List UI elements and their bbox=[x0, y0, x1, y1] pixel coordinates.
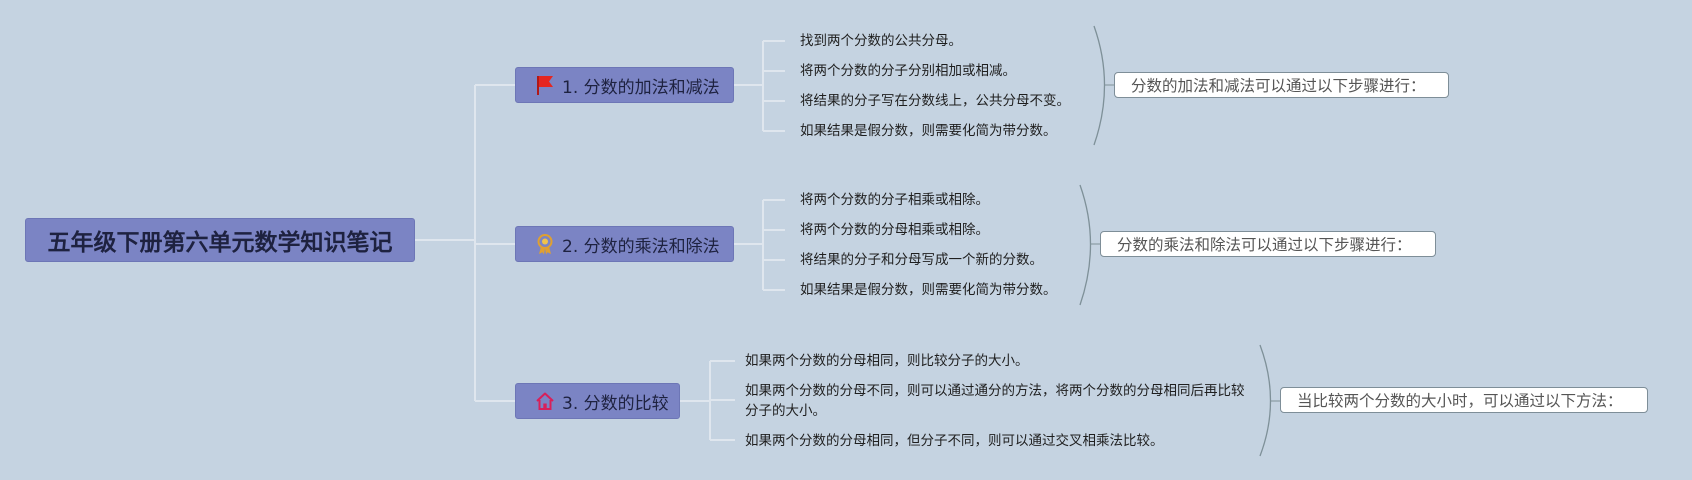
connector-items-1 bbox=[734, 40, 785, 132]
topic-1-label: 1. 分数的加法和减法 bbox=[562, 77, 720, 98]
topic-2-label: 2. 分数的乘法和除法 bbox=[562, 236, 720, 257]
topic-3-item-1: 如果两个分数的分母相同，则比较分子的大小。 bbox=[745, 353, 1029, 369]
topic-3-label: 3. 分数的比较 bbox=[562, 393, 669, 414]
topic-1-summary-text: 分数的加法和减法可以通过以下步骤进行： bbox=[1131, 77, 1426, 95]
root-title: 五年级下册第六单元数学知识笔记 bbox=[47, 230, 393, 256]
topic-2-summary[interactable]: 分数的乘法和除法可以通过以下步骤进行： bbox=[1100, 231, 1436, 257]
brace-3 bbox=[1259, 344, 1272, 457]
topic-1-node[interactable]: 1. 分数的加法和减法 bbox=[515, 67, 734, 103]
topic-2-summary-text: 分数的乘法和除法可以通过以下步骤进行： bbox=[1117, 236, 1412, 254]
topic-2-node[interactable]: 2. 分数的乘法和除法 bbox=[515, 226, 734, 262]
brace-1 bbox=[1093, 25, 1106, 146]
topic-1-summary[interactable]: 分数的加法和减法可以通过以下步骤进行： bbox=[1114, 72, 1449, 98]
root-node[interactable]: 五年级下册第六单元数学知识笔记 bbox=[25, 218, 415, 262]
brace-2 bbox=[1079, 184, 1092, 306]
red-flag-icon bbox=[534, 74, 556, 96]
topic-1-item-3: 将结果的分子写在分数线上，公共分母不变。 bbox=[800, 93, 1070, 109]
topic-2-item-3: 将结果的分子和分母写成一个新的分数。 bbox=[800, 252, 1043, 268]
house-icon bbox=[534, 390, 556, 412]
topic-2-item-2: 将两个分数的分母相乘或相除。 bbox=[800, 222, 989, 238]
topic-3-node[interactable]: 3. 分数的比较 bbox=[515, 383, 680, 419]
topic-3-summary[interactable]: 当比较两个分数的大小时，可以通过以下方法： bbox=[1280, 387, 1648, 413]
topic-3-item-2: 如果两个分数的分母不同，则可以通过通分的方法，将两个分数的分母相同后再比较分子的… bbox=[745, 383, 1245, 419]
connector-items-2 bbox=[734, 199, 785, 291]
topic-2-item-1: 将两个分数的分子相乘或相除。 bbox=[800, 192, 989, 208]
topic-1-item-1: 找到两个分数的公共分母。 bbox=[800, 33, 962, 49]
connector-items-3 bbox=[680, 360, 735, 441]
topic-1-item-4: 如果结果是假分数，则需要化简为带分数。 bbox=[800, 123, 1057, 139]
topic-2-item-4: 如果结果是假分数，则需要化简为带分数。 bbox=[800, 282, 1057, 298]
topic-1-item-2: 将两个分数的分子分别相加或相减。 bbox=[800, 63, 1016, 79]
topic-3-item-3: 如果两个分数的分母相同，但分子不同，则可以通过交叉相乘法比较。 bbox=[745, 433, 1164, 449]
award-medal-icon bbox=[534, 233, 556, 255]
topic-3-summary-text: 当比较两个分数的大小时，可以通过以下方法： bbox=[1297, 392, 1623, 410]
